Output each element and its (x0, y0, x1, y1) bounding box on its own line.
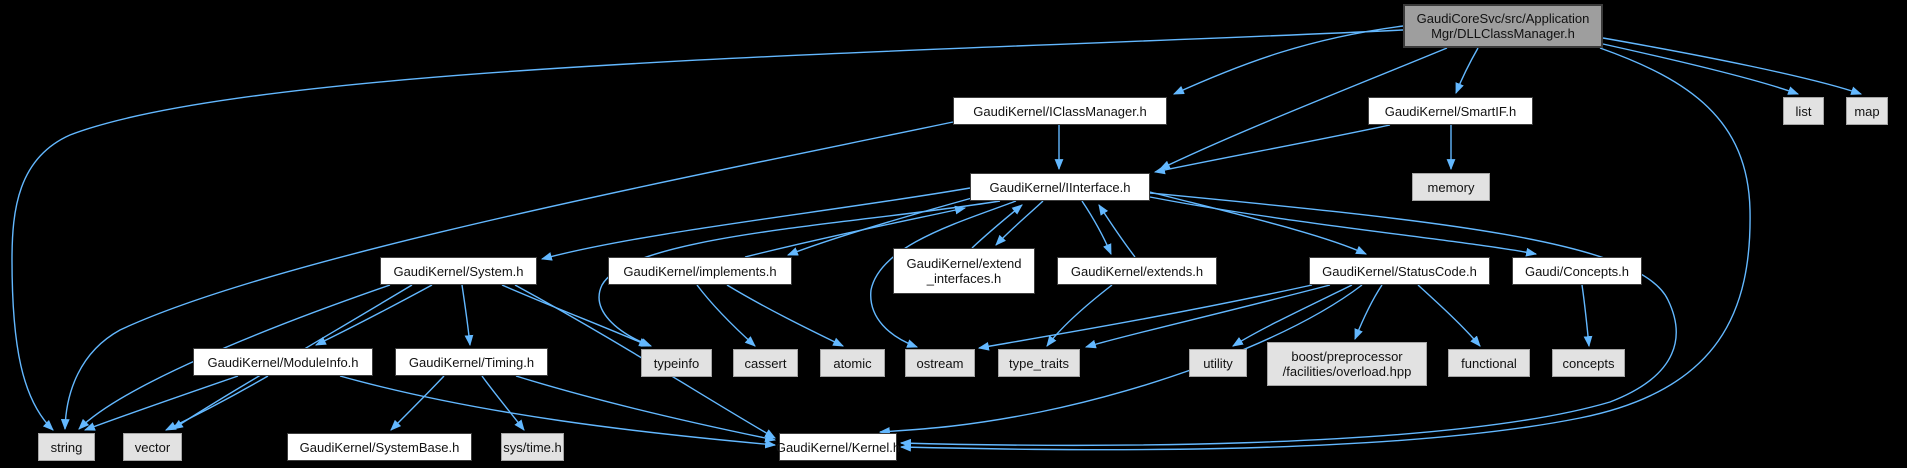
graph-node-sys_time: sys/time.h (501, 433, 564, 461)
edge-iclassmanager-to-string (60, 121, 954, 431)
graph-node-systembase[interactable]: GaudiKernel/SystemBase.h (287, 433, 472, 461)
edge-statuscode-to-type_traits (1084, 284, 1331, 349)
edge-implements-to-atomic (726, 284, 844, 347)
edge-system-to-typeinfo (501, 284, 651, 347)
edge-iinterface-to-system (540, 187, 971, 261)
edge-moduleinfo-to-kernel (339, 375, 777, 449)
edge-root-to-map (1602, 37, 1863, 95)
edge-iinterface-to-ostream (870, 200, 1017, 348)
edge-smartif-to-iinterface (1153, 124, 1391, 175)
graph-node-functional: functional (1448, 349, 1530, 377)
graph-node-root: GaudiCoreSvc/src/Application Mgr/DLLClas… (1403, 4, 1603, 48)
edge-iinterface-to-extend_interfaces (995, 200, 1044, 246)
edge-root-to-string (11, 29, 1404, 431)
graph-node-extend_interfaces[interactable]: GaudiKernel/extend _interfaces.h (893, 248, 1035, 294)
graph-node-timing[interactable]: GaudiKernel/Timing.h (395, 348, 548, 376)
graph-node-concepts: concepts (1552, 349, 1625, 377)
edge-root-to-iclassmanager (1172, 25, 1404, 95)
graph-node-iclassmanager[interactable]: GaudiKernel/IClassManager.h (953, 97, 1167, 125)
edge-timing-to-sys_time (481, 375, 525, 431)
edge-iinterface-to-kernel (899, 192, 1677, 448)
edge-timing-to-systembase (390, 375, 445, 431)
graph-node-typeinfo: typeinfo (641, 349, 712, 377)
graph-node-type_traits: type_traits (998, 349, 1080, 377)
edge-timing-to-kernel (515, 375, 777, 443)
edge-root-to-iinterface (1159, 47, 1448, 170)
edge-statuscode-to-kernel (878, 284, 1363, 436)
graph-node-string: string (38, 433, 95, 461)
graph-node-cassert: cassert (733, 349, 798, 377)
edge-iinterface-to-implements (786, 197, 973, 256)
graph-node-kernel[interactable]: GaudiKernel/Kernel.h (776, 433, 900, 461)
graph-node-extends[interactable]: GaudiKernel/extends.h (1057, 257, 1217, 285)
edge-implements-to-iinterface (744, 205, 967, 258)
graph-node-statuscode[interactable]: GaudiKernel/StatusCode.h (1309, 257, 1490, 285)
edge-system-to-moduleinfo (315, 284, 433, 346)
graph-node-smartif[interactable]: GaudiKernel/SmartIF.h (1368, 97, 1533, 125)
edge-extend_interfaces-to-iinterface (971, 204, 1023, 249)
edge-gconcepts-to-concepts (1581, 284, 1593, 348)
graph-node-boost_overload: boost/preprocessor /facilities/overload.… (1267, 342, 1427, 386)
edge-implements-to-cassert (696, 284, 756, 347)
edge-root-to-smartif (1455, 47, 1479, 95)
graph-node-gconcepts[interactable]: Gaudi/Concepts.h (1512, 257, 1642, 285)
edge-statuscode-to-boost_overload (1354, 284, 1383, 341)
graph-node-moduleinfo[interactable]: GaudiKernel/ModuleInfo.h (193, 348, 373, 376)
edge-extends-to-type_traits (1046, 284, 1113, 347)
graph-node-system[interactable]: GaudiKernel/System.h (380, 257, 537, 285)
graph-node-utility: utility (1189, 349, 1247, 377)
edge-moduleinfo-to-string (83, 375, 239, 431)
graph-node-list: list (1783, 97, 1824, 125)
graph-node-map: map (1846, 97, 1888, 125)
edge-iinterface-to-extends (1081, 200, 1112, 256)
edge-statuscode-to-functional (1417, 284, 1481, 347)
graph-node-memory: memory (1412, 173, 1490, 201)
edge-extends-to-iinterface (1098, 204, 1136, 258)
graph-node-atomic: atomic (820, 349, 885, 377)
edge-system-to-timing (461, 284, 474, 347)
edge-iinterface-to-statuscode (1149, 191, 1368, 255)
edge-statuscode-to-ostream (977, 284, 1313, 351)
edge-root-to-list (1602, 43, 1800, 95)
edge-root-to-kernel (899, 47, 1751, 452)
edge-moduleinfo-to-vector (165, 375, 269, 431)
edge-iinterface-to-gconcepts (1149, 196, 1538, 257)
graph-node-iinterface[interactable]: GaudiKernel/IInterface.h (970, 173, 1150, 201)
graph-node-implements[interactable]: GaudiKernel/implements.h (608, 257, 792, 285)
graph-node-ostream: ostream (905, 349, 975, 377)
edge-statuscode-to-utility (1232, 284, 1353, 347)
graph-node-vector: vector (123, 433, 182, 461)
